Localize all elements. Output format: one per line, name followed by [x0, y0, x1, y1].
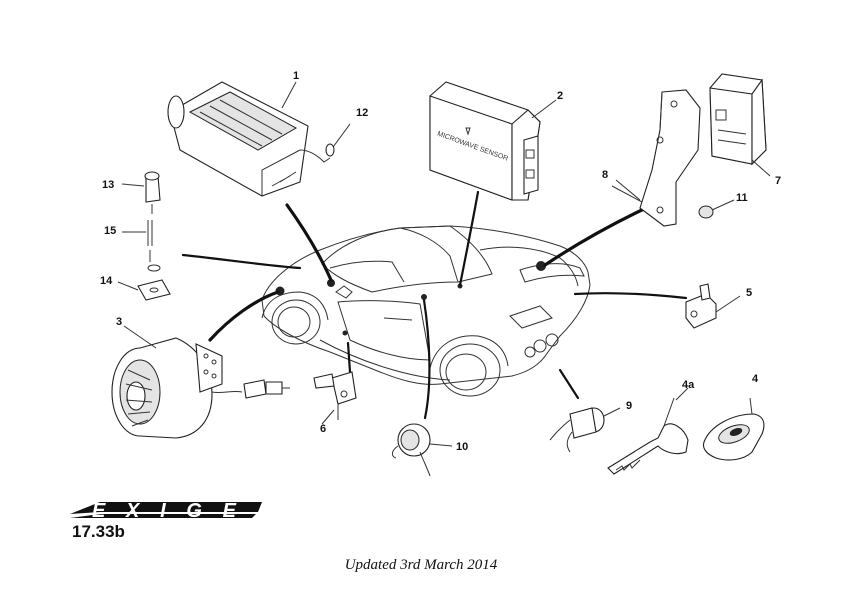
callout-14: 14: [100, 275, 113, 287]
page-code: 17.33b: [72, 522, 125, 541]
callout-4a: 4a: [682, 379, 695, 391]
callout-5: 5: [746, 287, 752, 299]
callout-14-15: 15: [104, 225, 116, 237]
callout-8: 8: [602, 169, 608, 181]
callout-10: 10: [456, 441, 468, 453]
callout-2: 2: [557, 90, 563, 102]
part-12-screw: [325, 123, 351, 157]
logo-text: EXIGE: [92, 500, 242, 522]
part-11-nut: [698, 199, 735, 219]
part-6-door-switch: [313, 371, 357, 420]
part-4-key-fob: [702, 397, 765, 461]
part-7-module: [709, 73, 771, 177]
callout-6: 6: [320, 423, 326, 435]
callout-13: 13: [102, 179, 114, 191]
part-13-pin-switch: [121, 171, 161, 214]
part-4a-key: [607, 397, 689, 475]
part-3-siren: [111, 337, 290, 439]
callout-numbers: 1 2 3 4 4a 5 6 7 8 9 10 11 12 13 15 14: [100, 70, 781, 453]
updated-note: Updated 3rd March 2014: [344, 557, 498, 573]
callout-12: 12: [356, 107, 368, 119]
callout-4: 4: [752, 373, 759, 385]
callout-11: 11: [736, 192, 748, 204]
car-illustration: [261, 225, 591, 397]
callout-3: 3: [116, 316, 122, 328]
part-14-plate: [117, 264, 171, 301]
leader-lines: [181, 190, 688, 420]
callout-7: 7: [775, 175, 781, 187]
callout-1: 1: [293, 70, 299, 82]
part-10-sounder: [391, 423, 453, 477]
callout-9: 9: [626, 400, 632, 412]
part-15-pin: [122, 220, 153, 262]
part-9-grommet: [549, 407, 621, 453]
part-5-bonnet-switch: [685, 283, 741, 329]
part-1-alarm-module: [167, 81, 331, 197]
part-8-bracket: [611, 89, 701, 227]
part-2-microwave-sensor: MICROWAVE SENSOR: [429, 81, 541, 201]
exige-logo: EXIGE: [70, 500, 262, 522]
